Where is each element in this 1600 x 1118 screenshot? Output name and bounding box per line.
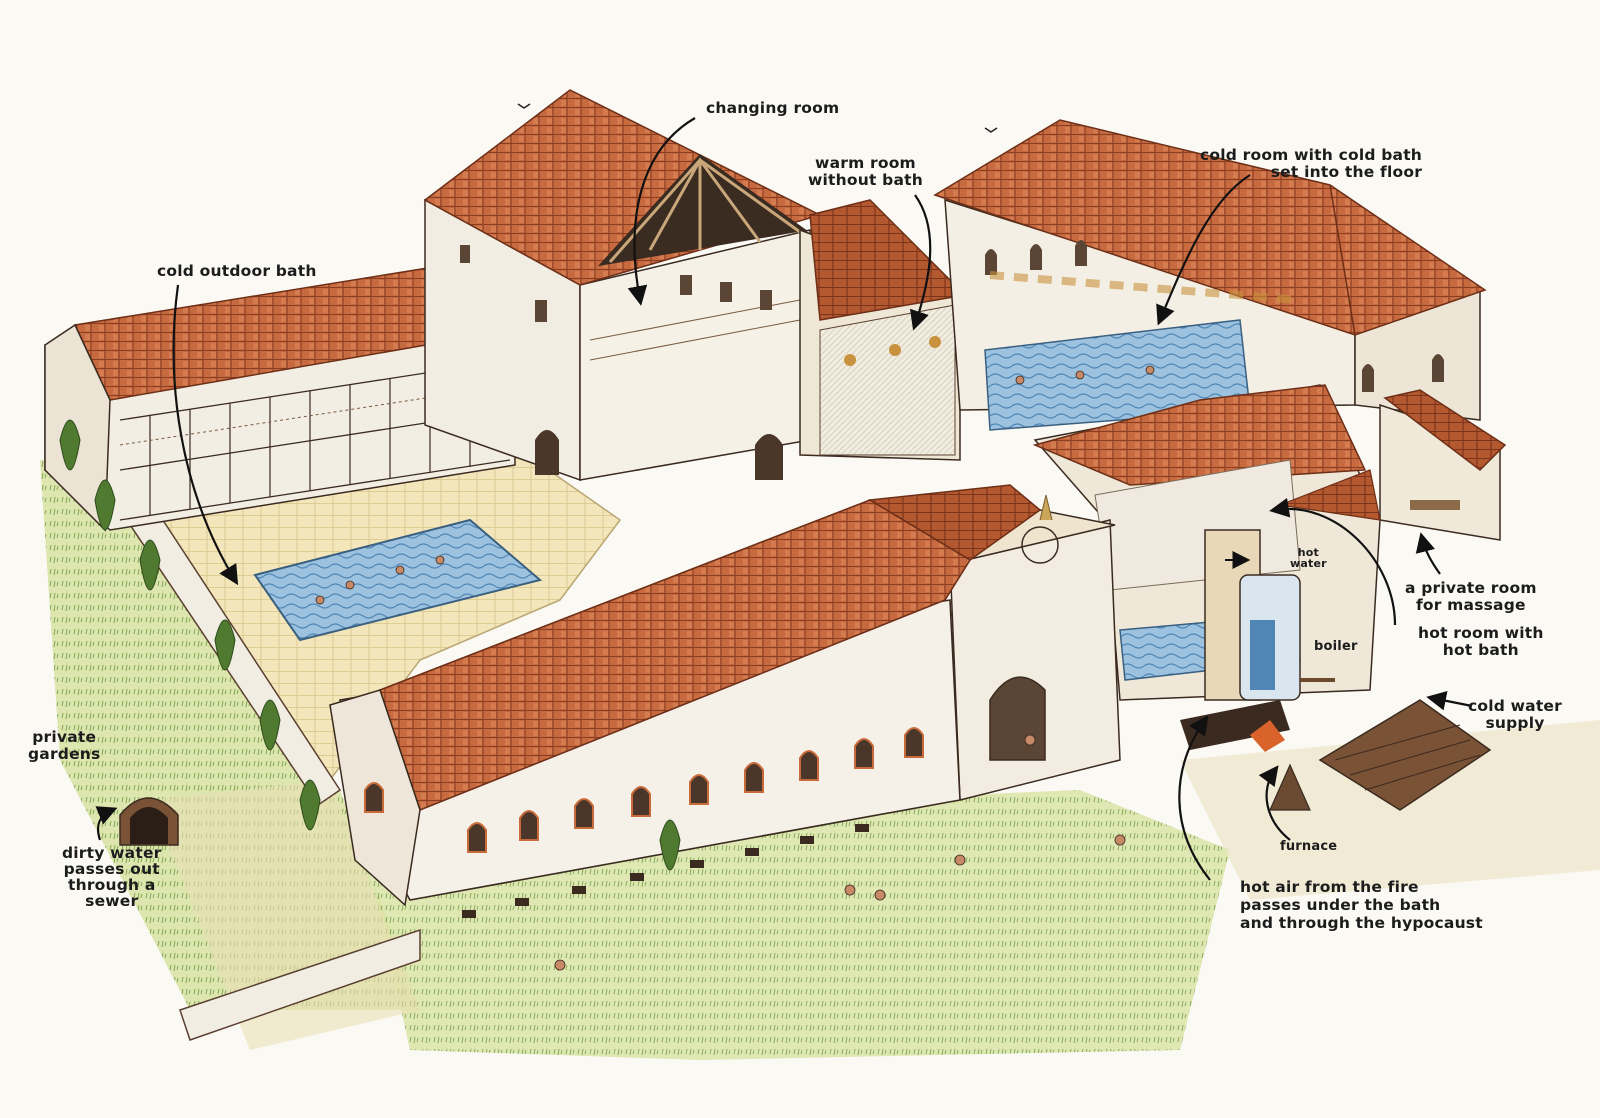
colonnade-building: [44, 261, 516, 532]
firewood-piles: [1269, 699, 1492, 811]
label-cold-room: cold room with cold bath set into the fl…: [1200, 146, 1423, 181]
warm-room-building: [799, 199, 967, 461]
label-changing-room: changing room: [706, 99, 840, 117]
label-massage-room: a private room for massage: [1405, 579, 1537, 614]
label-private-gardens: private gardens: [28, 728, 101, 763]
cold-outdoor-pool: [253, 518, 543, 642]
hot-room-building: [1032, 384, 1381, 752]
label-boiler: boiler: [1314, 639, 1358, 654]
entrance-portico: [944, 494, 1121, 801]
label-hot-air: hot air from the fire passes under the b…: [1240, 878, 1483, 932]
label-warm-room: warm room without bath: [808, 154, 923, 189]
leader-arrows: [95, 117, 1473, 881]
label-hot-water: hot water: [1290, 546, 1327, 570]
bird-icons: [517, 103, 998, 133]
massage-room: [1379, 389, 1507, 541]
label-furnace: furnace: [1280, 839, 1338, 854]
hypocaust-channel: [1180, 700, 1290, 750]
trees: [59, 419, 681, 871]
label-cold-outdoor-bath: cold outdoor bath: [157, 262, 317, 280]
label-dirty-water: dirty water passes out through a sewer: [62, 844, 162, 910]
changing-room-building: [423, 89, 823, 482]
long-front-building: [329, 484, 1042, 918]
sewer-outlet: [119, 797, 179, 846]
label-hot-room: hot room with hot bath: [1418, 624, 1544, 659]
cold-room-building: [933, 119, 1487, 431]
fire-glow: [1250, 720, 1285, 752]
bathers: [315, 365, 1155, 971]
label-cold-water-supply: cold water supply: [1468, 697, 1562, 732]
